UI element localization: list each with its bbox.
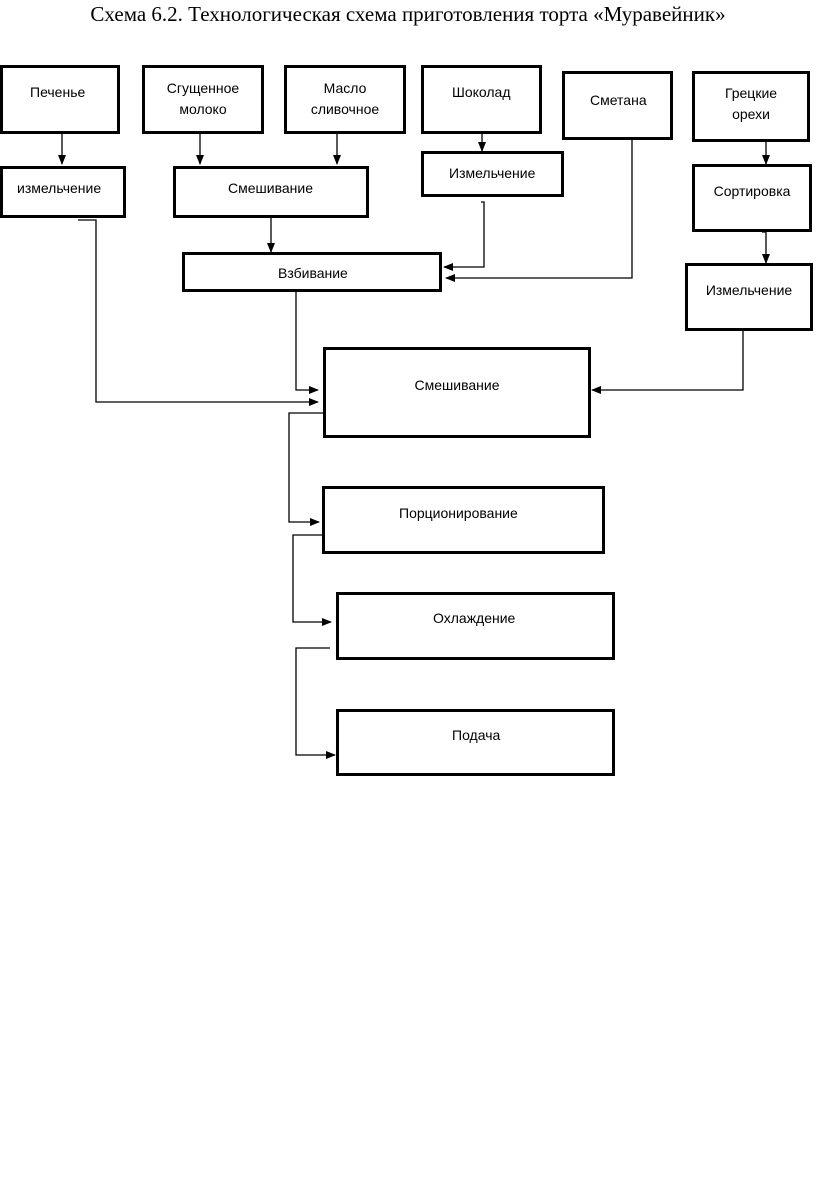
node-vzbivanie: Взбивание — [182, 252, 442, 292]
node-podacha-label: Подача — [452, 727, 501, 743]
node-porcionirovanie-label: Порционирование — [399, 505, 518, 521]
edge-sortirovka-izmelchenie — [762, 231, 770, 264]
node-okhlazhdenie: Охлаждение — [336, 592, 615, 660]
node-smeshivanie-1: Смешивание — [173, 166, 369, 218]
edge-vzbivanie-smeshivanie — [295, 292, 319, 394]
edge-smetana-vzbivanie — [445, 140, 633, 282]
node-smeshivanie-1-label: Смешивание — [228, 180, 313, 196]
edge-izmelchenie-orekhi-smeshivanie — [591, 331, 744, 394]
node-sortirovka: Сортировка — [692, 164, 812, 232]
node-sortirovka-label: Сортировка — [713, 183, 791, 199]
node-smetana-label: Сметана — [590, 92, 647, 108]
node-izmelchenie-orekhi-label: Измельчение — [705, 282, 793, 298]
page-title: Схема 6.2. Технологическая схема пригото… — [90, 2, 726, 26]
node-porcionirovanie: Порционирование — [322, 486, 605, 554]
edge-okhlazhdenie-podacha — [295, 647, 336, 759]
node-izmelchenie-shokolad: Измельчение — [421, 151, 564, 197]
node-izmelchenie-pechenye: измельчение — [0, 166, 126, 218]
edge-izmelchenie-shokolad-vzbivanie — [443, 201, 485, 271]
node-izmelchenie-orekhi: Измельчение — [685, 263, 813, 331]
node-orekhi: Грецкие орехи — [692, 71, 810, 142]
node-podacha: Подача — [336, 709, 615, 776]
edge-izmelchenie-pechenye-smeshivanie — [78, 219, 319, 406]
node-izmelchenie-pechenye-label: измельчение — [17, 180, 102, 196]
node-pechenye-label: Печенье — [30, 84, 86, 100]
node-sgushch-moloko: Сгущенное молоко — [142, 65, 264, 134]
edge-porcionirovanie-okhlazhdenie — [292, 534, 332, 626]
node-maslo: Масло сливочное — [284, 65, 406, 134]
node-orekhi-label: Грецкие орехи — [724, 85, 778, 122]
node-okhlazhdenie-label: Охлаждение — [433, 610, 516, 626]
node-shokolad: Шоколад — [421, 65, 542, 134]
node-sgushch-moloko-label: Сгущенное молоко — [166, 80, 240, 117]
node-shokolad-label: Шоколад — [452, 84, 511, 100]
node-maslo-label: Масло сливочное — [310, 80, 380, 117]
node-smetana: Сметана — [562, 71, 673, 140]
node-smeshivanie-2-label: Смешивание — [414, 377, 500, 393]
node-pechenye: Печенье — [0, 65, 120, 134]
edge-smeshivanie-porcionirovanie — [288, 412, 323, 526]
node-smeshivanie-2: Смешивание — [323, 347, 591, 438]
node-izmelchenie-shokolad-label: Измельчение — [449, 165, 536, 181]
node-vzbivanie-label: Взбивание — [278, 265, 348, 281]
